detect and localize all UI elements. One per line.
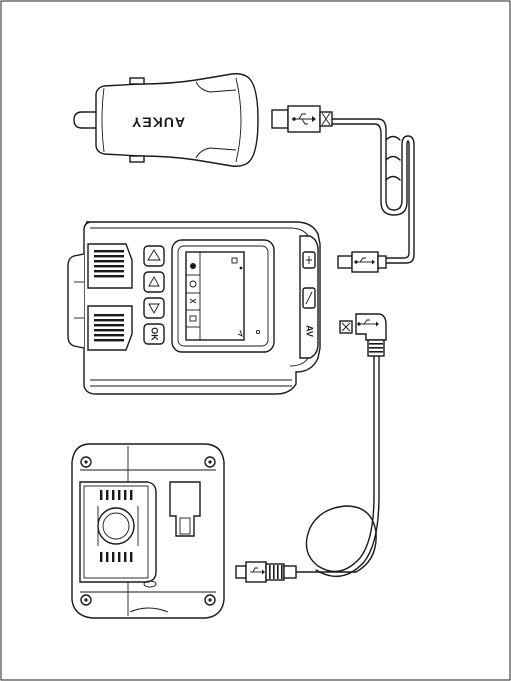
- usb-a-plug: [272, 106, 332, 132]
- mini-usb-plug-bottom: [236, 562, 296, 582]
- button-down[interactable]: [144, 298, 164, 318]
- windshield-mount: [72, 444, 224, 618]
- screen-dot-top: [240, 267, 243, 270]
- mini-usb-tip: [338, 256, 352, 268]
- car-charger: AUKEY: [74, 74, 258, 167]
- record-icon: [190, 263, 196, 269]
- charger-spring-bottom: [130, 156, 144, 162]
- mini-usb-strain: [378, 256, 386, 268]
- mini-usb-plug-top: [338, 252, 386, 272]
- camera-lens-mount: [68, 254, 84, 348]
- speaker-grille-top: [88, 244, 132, 288]
- mini-usb-right-angle-plug: [340, 314, 386, 356]
- av-cable-loop-outer: [316, 356, 379, 576]
- mini-usb-b-strain: [284, 566, 296, 578]
- av-cable-loop: [296, 356, 376, 572]
- charger-brand-text: AUKEY: [131, 114, 185, 130]
- button-power[interactable]: [144, 246, 164, 266]
- coiled-cable-outer: [332, 124, 409, 258]
- coil-loops: [386, 137, 400, 181]
- charger-spring-top: [130, 78, 144, 84]
- camera-side-ports: AV: [300, 236, 318, 358]
- ok-button-label: OK: [150, 327, 160, 341]
- mini-usb-ra-grip: [369, 343, 383, 353]
- speaker-grille-bottom: [88, 306, 132, 350]
- charger-tip: [74, 112, 96, 128]
- usb-a-tip: [272, 110, 288, 128]
- dash-camera: OK: [68, 222, 320, 394]
- mini-usb-b-tip: [236, 566, 246, 578]
- av-port-label: AV: [305, 325, 315, 337]
- coiled-cable: [332, 119, 414, 263]
- camera-screen: [172, 240, 274, 352]
- mini-usb-ra-housing: [356, 314, 386, 340]
- button-up[interactable]: [144, 272, 164, 292]
